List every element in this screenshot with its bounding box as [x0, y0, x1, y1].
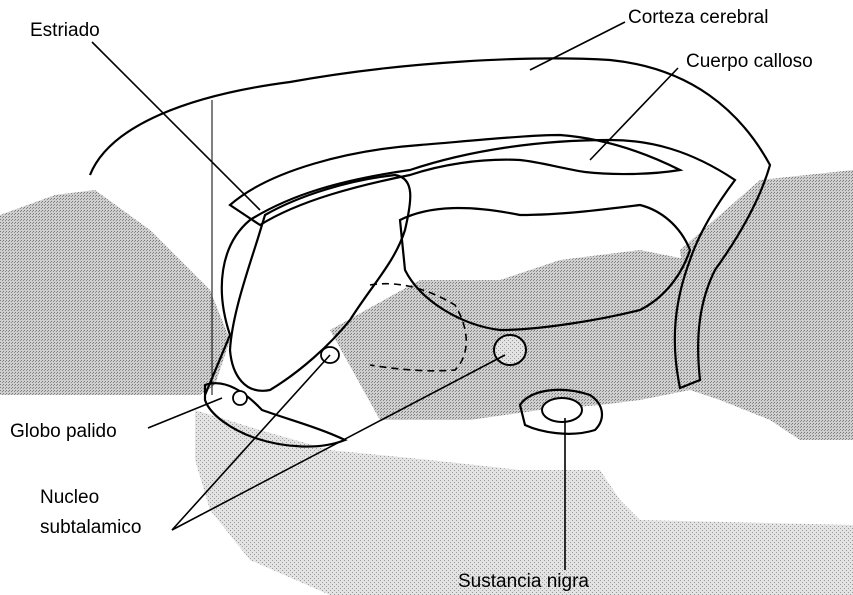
- label-subtalamico: subtalamico: [40, 517, 141, 538]
- label-corteza-cerebral: Corteza cerebral: [628, 7, 768, 28]
- label-globo-palido: Globo palido: [10, 421, 117, 442]
- label-sustancia-nigra: Sustancia nigra: [458, 571, 589, 592]
- leader-corteza: [530, 22, 625, 70]
- cerebellum-region: [680, 170, 853, 440]
- substantia-nigra: [542, 398, 582, 422]
- subthalamic-nucleus: [494, 335, 526, 365]
- label-nucleo: Nucleo: [40, 487, 99, 508]
- corpus-callosum: [230, 135, 680, 225]
- brainstem-region: [0, 190, 230, 395]
- pons-region: [195, 410, 853, 595]
- globus-marker: [233, 391, 247, 405]
- label-estriado: Estriado: [30, 20, 100, 41]
- leader-estriado: [92, 42, 260, 210]
- label-cuerpo-calloso: Cuerpo calloso: [686, 51, 813, 72]
